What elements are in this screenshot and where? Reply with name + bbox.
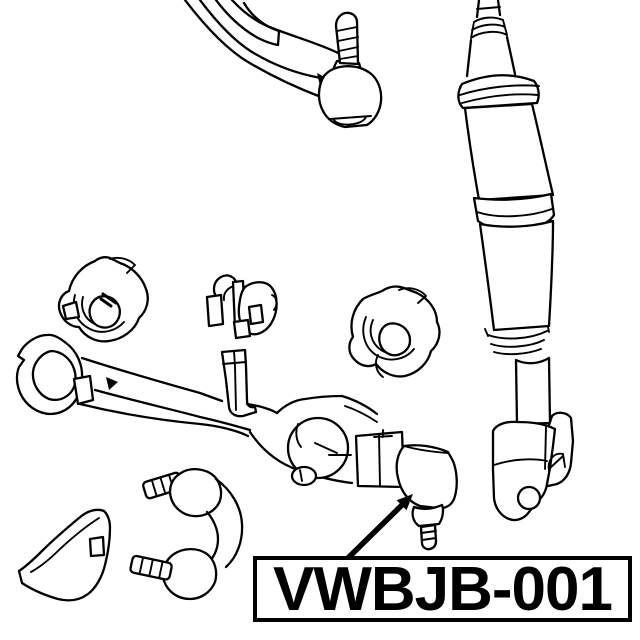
stabilizer-link — [129, 468, 244, 601]
control-arm-bushing-left — [57, 256, 149, 343]
support-bracket — [17, 508, 112, 602]
lower-ball-joint — [395, 444, 458, 551]
arm-bracket-post — [220, 348, 258, 418]
stabilizer-link-upper-eye — [168, 468, 223, 518]
upper-control-arm — [183, 0, 340, 99]
shock-piston-rod — [514, 356, 552, 426]
spring-seat-pocket — [286, 416, 350, 480]
arrowhead — [396, 494, 413, 511]
part-number-label: VWBJB-001 — [253, 556, 632, 622]
lower-ball-joint-boot — [411, 503, 445, 528]
callout-arrow — [344, 494, 413, 562]
shock-bump-stop — [465, 35, 517, 78]
mounting-clamp — [205, 274, 278, 340]
shock-body-lower — [478, 219, 555, 332]
shock-absorber — [457, 0, 575, 522]
shock-body-upper — [463, 102, 555, 202]
upper-ball-joint-housing — [317, 65, 383, 129]
upper-ball-joint — [317, 11, 383, 129]
lower-control-arm — [15, 333, 406, 489]
shock-mount-hole — [516, 485, 542, 511]
lower-ball-joint-stud — [419, 523, 438, 551]
lower-ball-joint-housing — [395, 444, 458, 510]
control-arm-bushing-right — [348, 285, 441, 378]
